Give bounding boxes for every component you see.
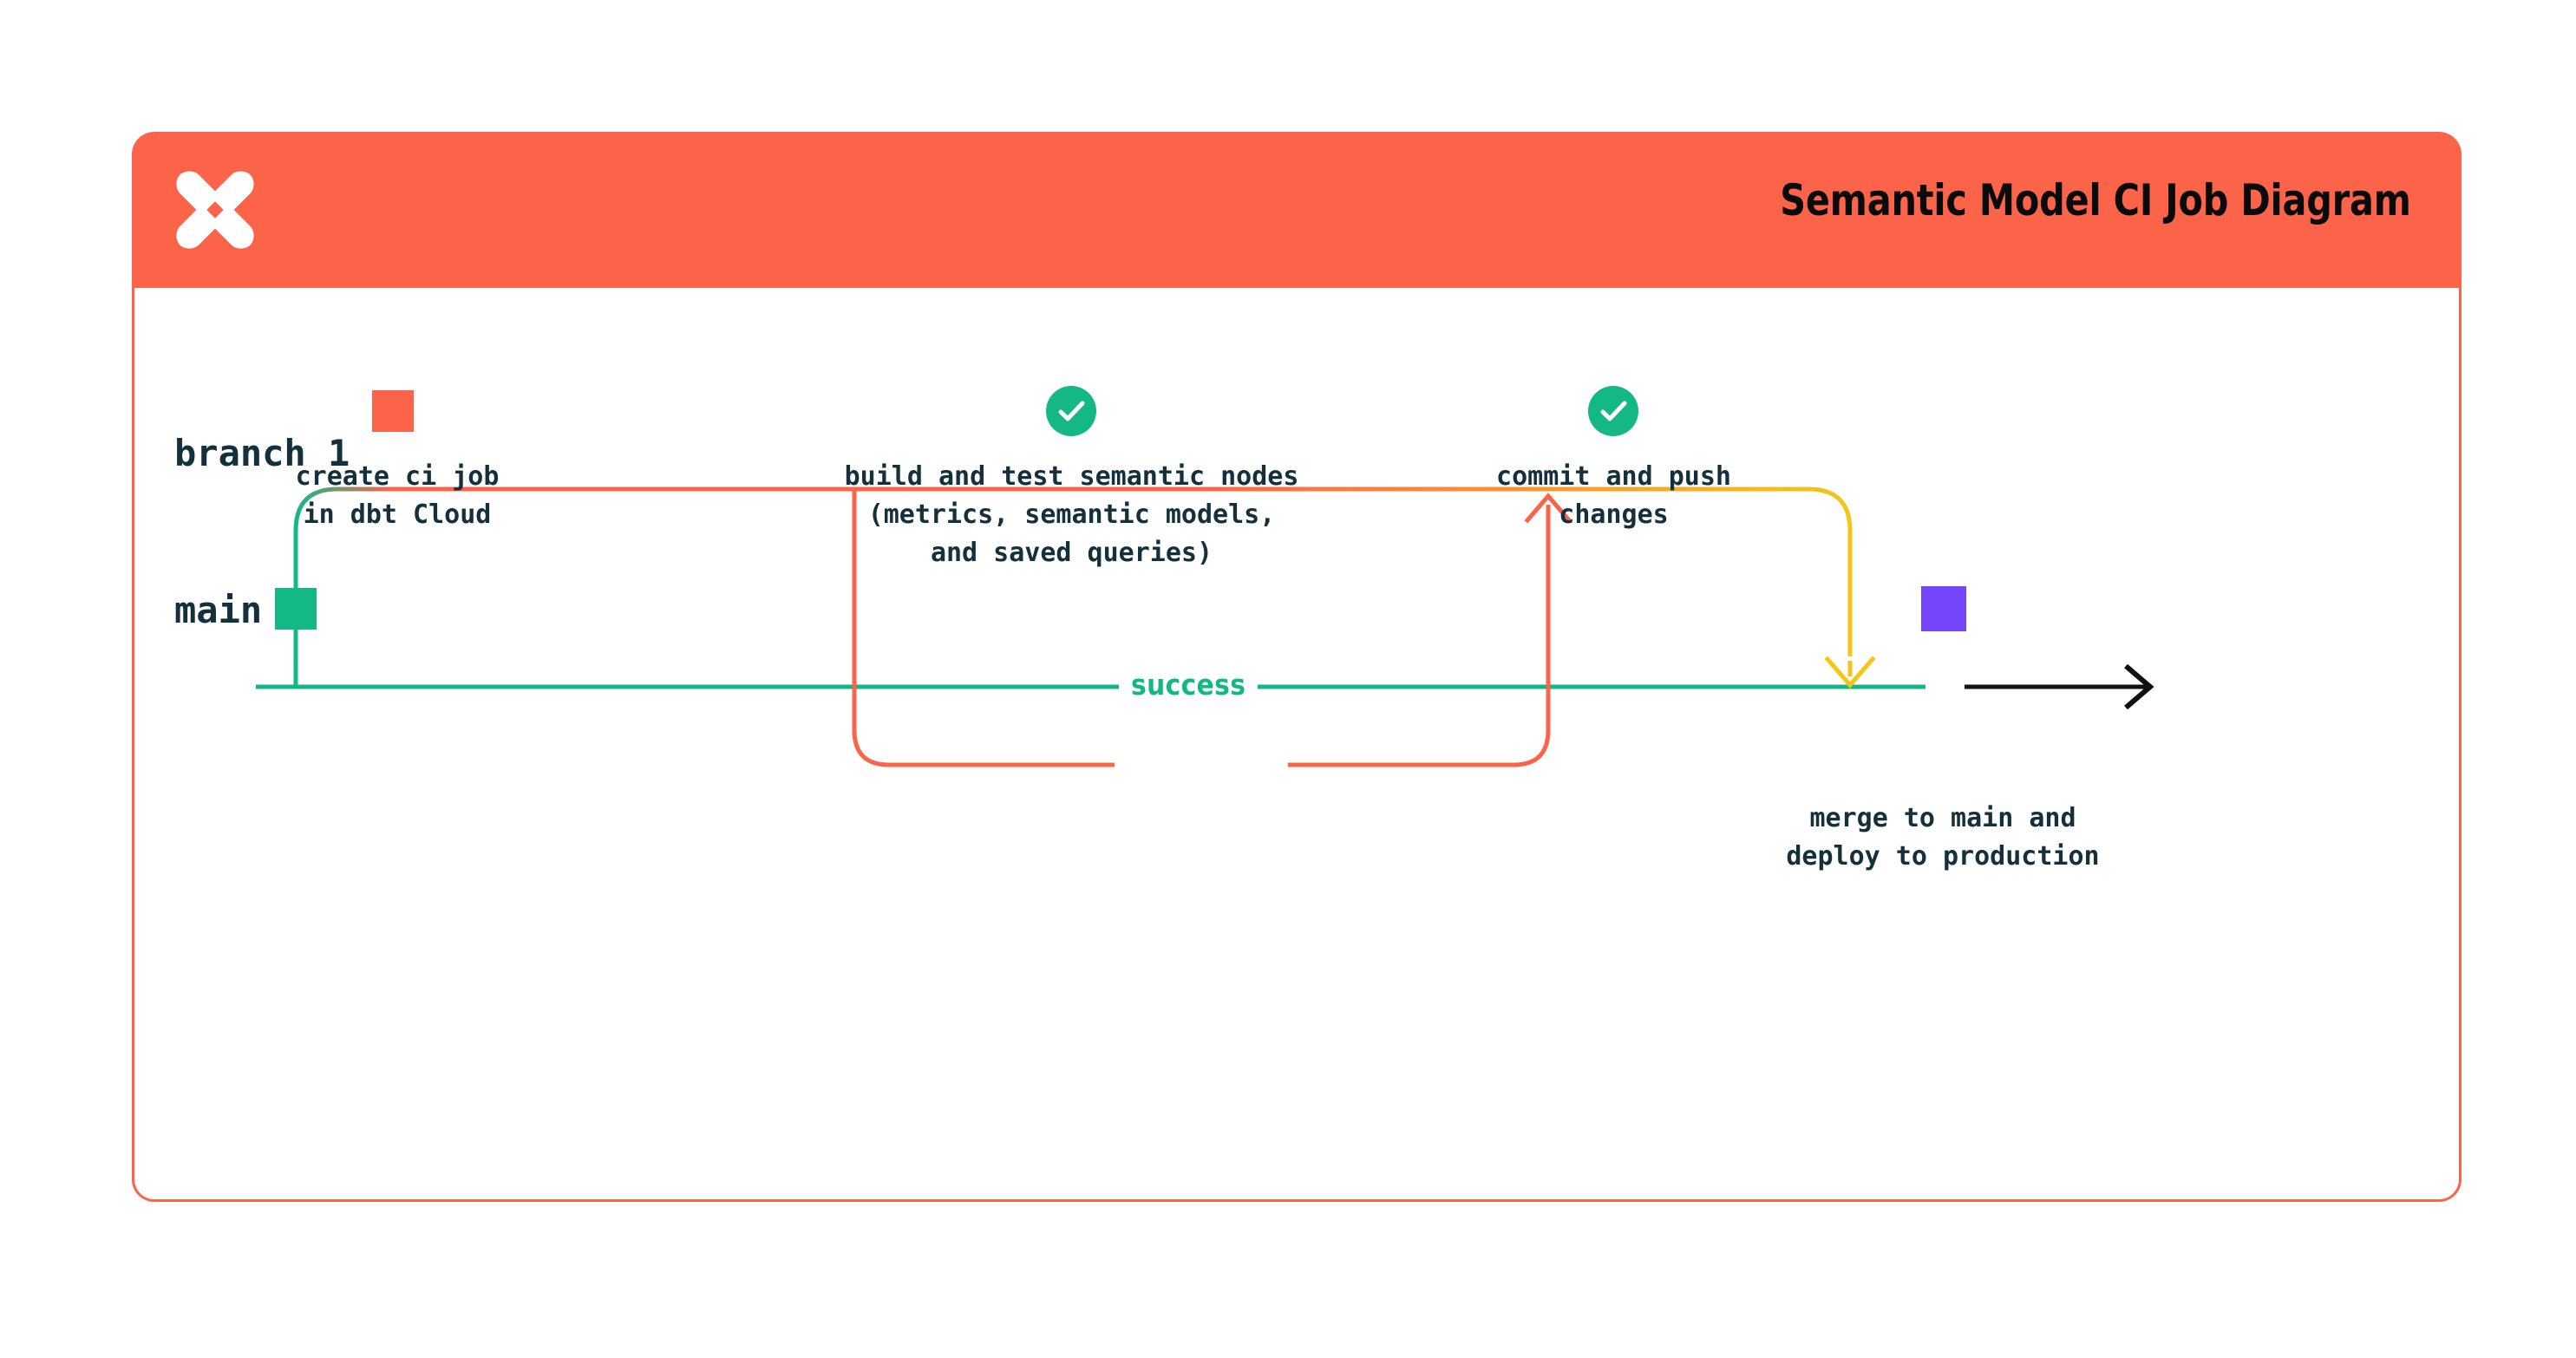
diagram-canvas	[256, 486, 2154, 767]
card-header: Semantic Model CI Job Diagram	[132, 132, 2462, 290]
success-loop-left-path	[852, 489, 1115, 767]
node-label-create-ci-job: create ci job in dbt Cloud	[295, 461, 500, 531]
success-loop-right-path	[1288, 505, 1551, 767]
main-end-arrowhead-icon	[2124, 663, 2154, 710]
branch-1-line	[393, 486, 1853, 656]
merge-arrow-head-icon	[1824, 656, 1876, 689]
node-label-merge-to-main: merge to main and deploy to production	[1786, 803, 2100, 872]
page-title: Semantic Model CI Job Diagram	[1780, 175, 2412, 225]
check-icon	[1058, 401, 1085, 421]
branch-label-branch-1: branch 1	[174, 432, 350, 474]
check-icon	[1600, 401, 1627, 421]
dbt-x-logo-icon	[168, 163, 262, 257]
node-label-build-and-test: build and test semantic nodes (metrics, …	[844, 461, 1299, 569]
branch-1-sprout-line	[293, 486, 395, 687]
card-body: branch 1 main	[132, 288, 2462, 1202]
diagram-card: Semantic Model CI Job Diagram	[132, 132, 2462, 1202]
success-loop-label: success	[1119, 668, 1259, 702]
screenshot-root: Semantic Model CI Job Diagram	[132, 132, 2462, 1202]
success-loop-arrowhead-icon	[1524, 493, 1572, 524]
branch-label-main: main	[174, 589, 263, 631]
node-label-commit-and-push: commit and push changes	[1496, 461, 1731, 531]
